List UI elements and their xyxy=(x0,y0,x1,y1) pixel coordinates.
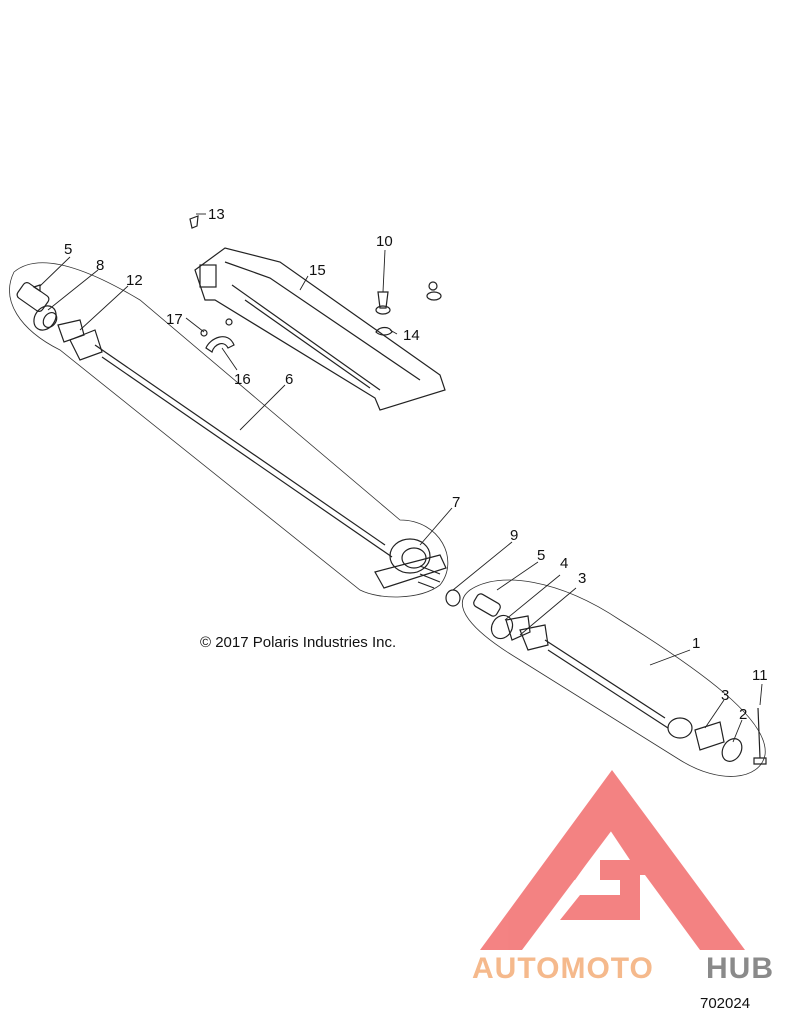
watermark-logo xyxy=(480,770,745,950)
rear-shaft xyxy=(16,281,447,589)
callout-3-rear: 3 xyxy=(721,687,729,704)
drive-shaft-cover xyxy=(194,247,446,411)
front-shaft-envelope xyxy=(461,579,766,777)
callout-13: 13 xyxy=(208,206,225,223)
hardware xyxy=(32,215,442,353)
callout-8: 8 xyxy=(96,257,104,274)
rear-shaft-envelope xyxy=(9,262,449,598)
callout-3: 3 xyxy=(578,570,586,587)
callout-9: 9 xyxy=(510,527,518,544)
callout-17: 17 xyxy=(166,311,183,328)
watermark-text-hub: HUB xyxy=(706,952,774,985)
copyright-notice: © 2017 Polaris Industries Inc. xyxy=(200,634,396,651)
watermark-text-automoto: AUTOMOTO xyxy=(472,952,654,985)
callout-1: 1 xyxy=(692,635,700,652)
callout-5-front: 5 xyxy=(537,547,545,564)
callout-11: 11 xyxy=(752,667,768,684)
callout-16: 16 xyxy=(234,371,251,388)
callout-10: 10 xyxy=(376,233,393,250)
front-shaft xyxy=(473,593,767,765)
callout-12: 12 xyxy=(126,272,143,289)
figure-number: 702024 xyxy=(700,995,750,1012)
callout-7: 7 xyxy=(452,494,460,511)
callout-5: 5 xyxy=(64,241,72,258)
callout-6: 6 xyxy=(285,371,293,388)
callout-15: 15 xyxy=(309,262,326,279)
leader-lines xyxy=(39,213,763,743)
snap-ring xyxy=(445,589,461,607)
callout-2: 2 xyxy=(739,706,747,723)
callout-4: 4 xyxy=(560,555,568,572)
callout-14: 14 xyxy=(403,327,420,344)
